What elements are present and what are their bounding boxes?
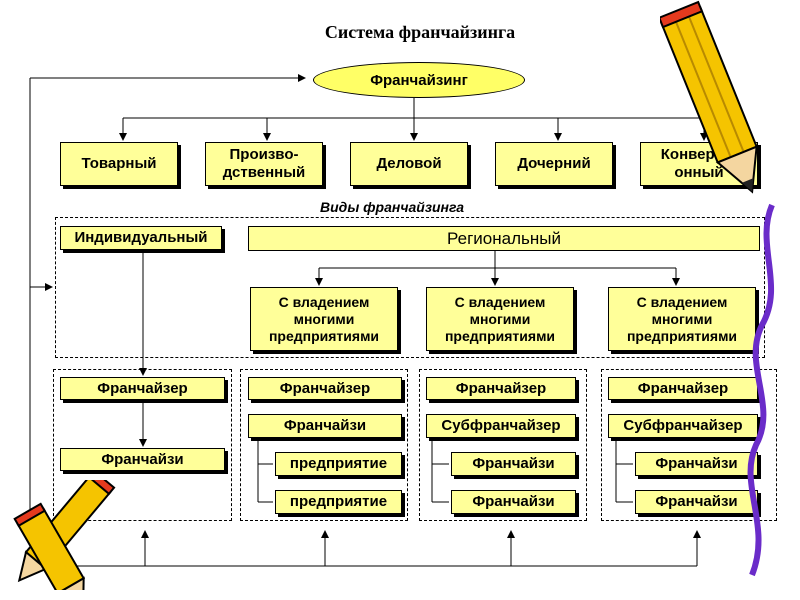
col4-franchisee-2: Франчайзи — [635, 490, 758, 514]
pencil-ribbon-clipart — [660, 0, 775, 577]
col3-franchisee-2: Франчайзи — [451, 490, 576, 514]
col1-franchisor: Франчайзер — [60, 377, 225, 400]
type-node-commodity: Товарный — [60, 142, 178, 186]
regional-node: Региональный — [248, 226, 760, 251]
diagram-title: Система франчайзинга — [324, 22, 516, 42]
col2-franchisor: Франчайзер — [248, 377, 402, 400]
col4-franchisee-1: Франчайзи — [635, 452, 758, 476]
type-node-production: Произво-дственный — [205, 142, 323, 186]
column-group-4 — [601, 369, 777, 521]
col2-enterprise-2: предприятие — [275, 490, 402, 514]
col3-subfranchisor: Субфранчайзер — [426, 414, 576, 438]
column-group-1 — [53, 369, 232, 521]
col4-franchisor: Франчайзер — [608, 377, 758, 400]
multi-unit-node-2: С владением многими предприятиями — [426, 287, 574, 351]
kinds-label: Виды франчайзинга — [320, 199, 465, 215]
column-group-2 — [240, 369, 408, 521]
col3-franchisor: Франчайзер — [426, 377, 576, 400]
type-node-business: Деловой — [350, 142, 468, 186]
root-node: Франчайзинг — [313, 62, 525, 98]
col4-subfranchisor: Субфранчайзер — [608, 414, 758, 438]
pencils-clipart — [13, 480, 116, 590]
type-node-subsidiary: Дочерний — [495, 142, 613, 186]
col2-franchisee: Франчайзи — [248, 414, 402, 438]
col1-franchisee: Франчайзи — [60, 448, 225, 471]
kinds-group — [55, 217, 765, 358]
multi-unit-node-1: С владением многими предприятиями — [250, 287, 398, 351]
col2-enterprise-1: предприятие — [275, 452, 402, 476]
column-group-3 — [419, 369, 587, 521]
multi-unit-node-3: С владением многими предприятиями — [608, 287, 756, 351]
individual-node: Индивидуальный — [60, 226, 222, 250]
col3-franchisee-1: Франчайзи — [451, 452, 576, 476]
